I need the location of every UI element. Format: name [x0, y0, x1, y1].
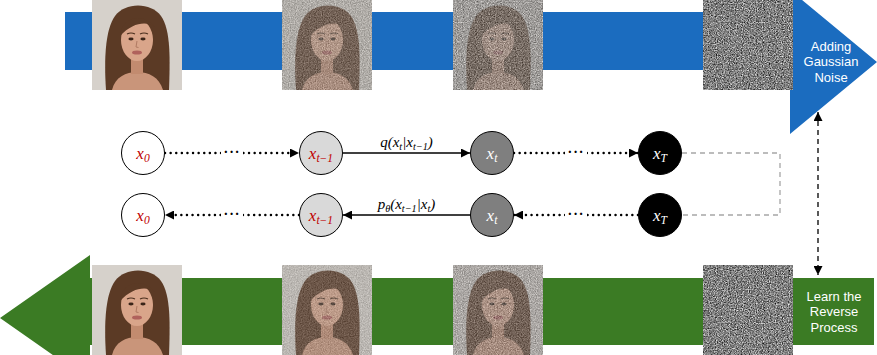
transition-arrow — [343, 152, 470, 153]
forward-process-arrow: Adding Gaussian Noise — [65, 0, 877, 112]
arrow-body — [0, 255, 874, 355]
state-symbol: x0 — [136, 207, 149, 224]
ellipsis-label: ··· — [221, 145, 242, 160]
state-symbol: xt−1 — [309, 145, 333, 162]
state-circle: xt−1 — [299, 193, 343, 237]
ellipsis-label: ··· — [221, 207, 242, 222]
state-circle: xt−1 — [299, 131, 343, 175]
ellipsis-label: ··· — [565, 207, 586, 222]
arrow-caption: Adding Gaussian Noise — [793, 39, 869, 86]
state-symbol: xt — [487, 207, 498, 224]
state-circle: xT — [638, 131, 682, 175]
noisy-image — [453, 265, 543, 355]
pure-noise-image — [703, 0, 793, 90]
state-circle: x0 — [121, 193, 165, 237]
state-symbol: x0 — [136, 145, 149, 162]
state-symbol: xT — [653, 207, 667, 224]
state-symbol: xt−1 — [309, 207, 333, 224]
arrow-shape — [65, 0, 877, 112]
transition-label: q(xt|xt−1) — [378, 134, 435, 151]
clean-image — [92, 265, 182, 355]
dashed-double-arrow — [817, 112, 818, 275]
state-symbol: xT — [653, 145, 667, 162]
arrow-shape — [0, 275, 877, 355]
state-circle: xt — [470, 193, 514, 237]
transition-arrow — [343, 214, 470, 215]
arrow-body — [65, 0, 877, 134]
state-circle: x0 — [121, 131, 165, 175]
transition-label: pθ(xt−1|xt) — [376, 196, 438, 213]
noisy-image — [282, 265, 372, 355]
state-symbol: xt — [487, 145, 498, 162]
pure-noise-image — [703, 265, 793, 355]
dashed-link — [682, 153, 780, 215]
state-circle: xt — [470, 131, 514, 175]
arrow-caption: Learn the Reverse Process — [795, 289, 873, 336]
clean-image — [92, 0, 182, 90]
noisy-image — [282, 0, 372, 90]
noisy-image — [453, 0, 543, 90]
reverse-process-arrow: Learn the Reverse Process — [0, 275, 877, 355]
ellipsis-label: ··· — [565, 145, 586, 160]
state-circle: xT — [638, 193, 682, 237]
